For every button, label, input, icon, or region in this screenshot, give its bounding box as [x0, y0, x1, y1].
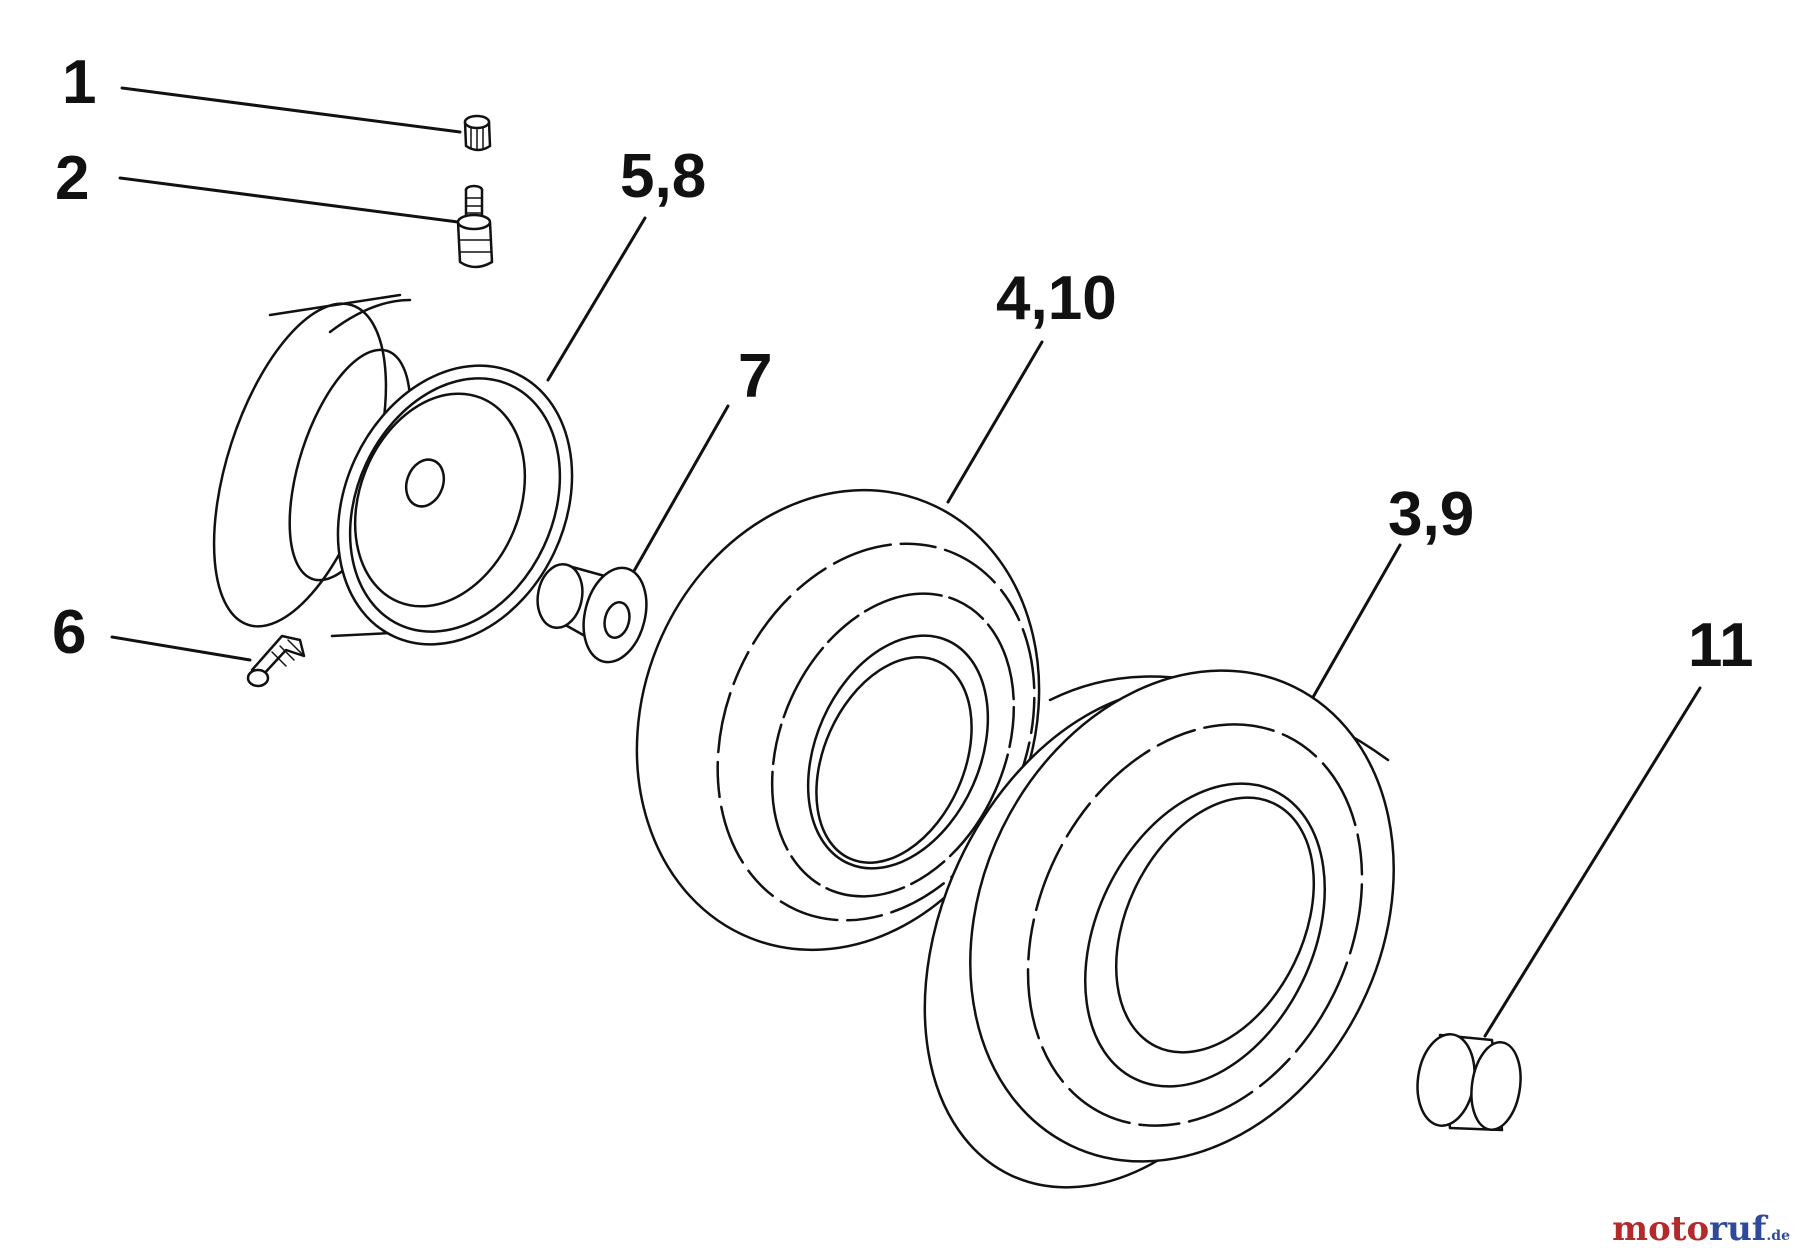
- motoruf-watermark-logo: motoruf.de: [1612, 1212, 1790, 1246]
- bushing-part: [536, 563, 648, 664]
- callout-6: 6: [52, 598, 87, 667]
- leader-line-39: [1306, 543, 1402, 708]
- leader-line-1: [120, 86, 462, 134]
- callout-2: 2: [55, 144, 90, 213]
- rim-part: [212, 293, 574, 646]
- callout-1: 1: [62, 48, 97, 117]
- callout-4-10: 4,10: [996, 264, 1117, 333]
- leader-line-410: [946, 340, 1044, 504]
- leader-line-11: [1483, 686, 1702, 1038]
- watermark-part-1: moto: [1612, 1209, 1710, 1249]
- valve-cap-part: [463, 114, 492, 152]
- leader-line-7: [628, 404, 730, 580]
- callout-5-8: 5,8: [620, 142, 707, 211]
- leader-line-2: [118, 176, 460, 224]
- callout-3-9: 3,9: [1388, 480, 1475, 549]
- grease-fitting-part: [246, 634, 306, 688]
- leader-line-6: [110, 635, 252, 662]
- valve-stem-part: [456, 184, 494, 269]
- watermark-part-2: ruf: [1709, 1209, 1767, 1249]
- front-tire-part: [635, 488, 1041, 952]
- callout-7: 7: [738, 342, 773, 411]
- leader-line-58: [546, 216, 647, 382]
- rear-tire-part: [923, 669, 1395, 1189]
- watermark-part-3: .de: [1766, 1228, 1790, 1244]
- callout-11: 11: [1688, 611, 1754, 680]
- wheel-cap-part: [1416, 1033, 1522, 1132]
